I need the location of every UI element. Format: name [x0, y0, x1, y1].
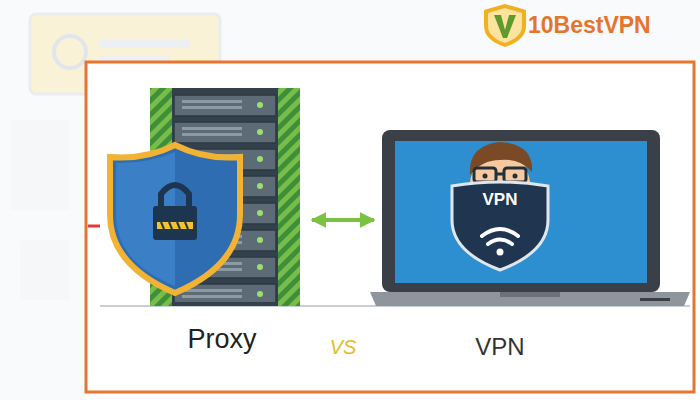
double-arrow [312, 218, 374, 222]
caption: VPN [475, 333, 524, 361]
vpn-laptop: VPN VPN [378, 100, 690, 370]
red-mark [88, 225, 100, 228]
proxy-server: Proxy [108, 84, 308, 369]
logo-text: 10BestVPN [528, 12, 651, 38]
vpn-figure [452, 142, 548, 270]
logo-shield [484, 4, 526, 47]
versus-text: VS [330, 336, 357, 359]
caption: Proxy [187, 324, 256, 355]
laptop [370, 130, 690, 306]
lock-shield [110, 145, 240, 293]
shield-text: VPN [483, 190, 518, 210]
frame [86, 62, 694, 392]
